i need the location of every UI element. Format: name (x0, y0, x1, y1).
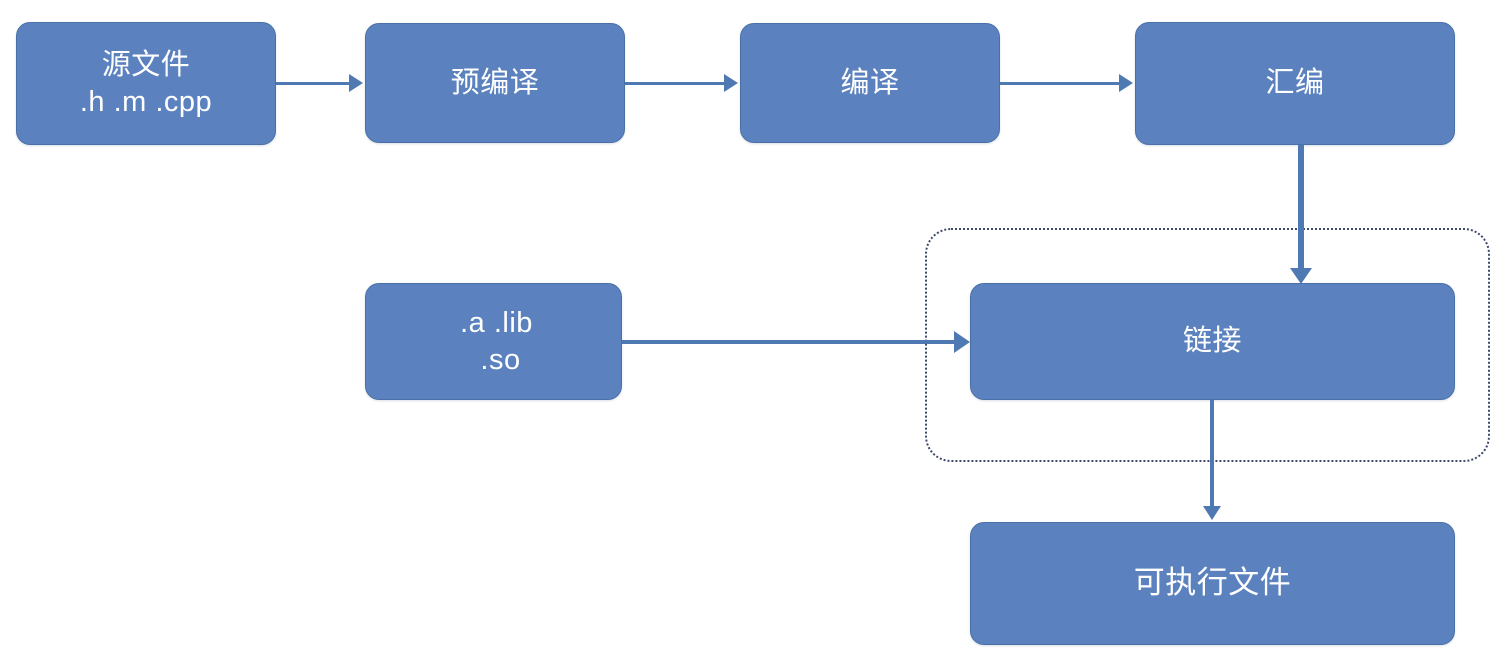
node-assemble[interactable]: 汇编 (1135, 22, 1455, 145)
arrow-assemble-to-link-head (1290, 268, 1312, 284)
node-link[interactable]: 链接 @稀土掘金技术社区 (970, 283, 1455, 400)
arrow-precompile-to-compile-line (625, 82, 726, 85)
arrow-libraries-to-link-line (622, 340, 956, 344)
link-stage-group-container (925, 228, 1490, 462)
node-assemble-label: 汇编 (1265, 67, 1325, 100)
arrow-assemble-to-link-line (1298, 145, 1304, 270)
node-libraries-line1: .a .lib (460, 307, 533, 340)
arrow-link-to-executable-head (1203, 506, 1221, 520)
node-compile-label: 编译 (840, 66, 900, 99)
node-source-file-line1: 源文件 (101, 49, 191, 82)
node-precompile[interactable]: 预编译 (365, 23, 625, 143)
node-compile[interactable]: 编译 (740, 23, 1000, 143)
node-libraries[interactable]: .a .lib .so (365, 283, 622, 400)
arrow-libraries-to-link-head (954, 331, 970, 353)
node-source-file-line2: .h .m .cpp (79, 85, 213, 118)
node-libraries-line2: .so (480, 343, 521, 376)
arrow-precompile-to-compile-head (724, 74, 738, 92)
arrow-compile-to-assemble-head (1119, 74, 1133, 92)
node-precompile-label: 预编译 (450, 66, 540, 99)
node-executable[interactable]: 可执行文件 (970, 522, 1455, 645)
arrow-source-to-precompile-line (276, 82, 351, 85)
node-link-label: 链接 (1182, 325, 1242, 358)
arrow-link-to-executable-line (1210, 400, 1214, 508)
arrow-compile-to-assemble-line (1000, 82, 1121, 85)
node-source-file[interactable]: 源文件 .h .m .cpp (16, 22, 276, 145)
node-executable-label: 可执行文件 (1133, 565, 1292, 601)
arrow-source-to-precompile-head (349, 74, 363, 92)
